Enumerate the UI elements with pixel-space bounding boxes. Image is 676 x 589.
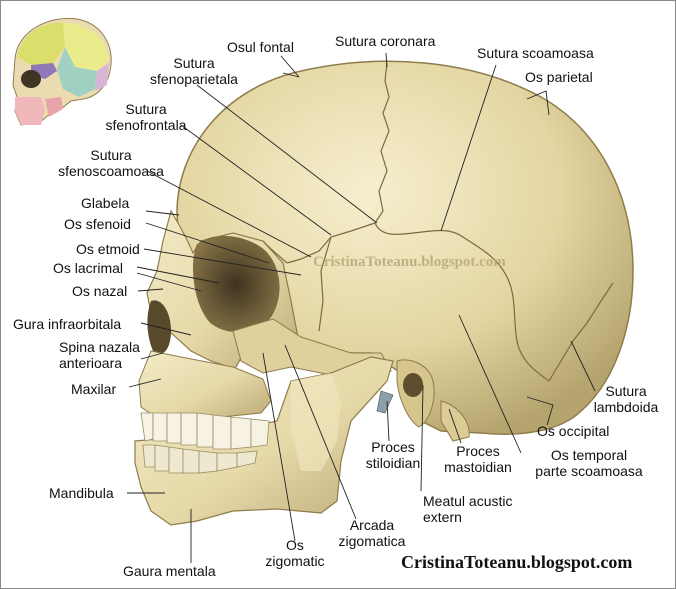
label-proces-mastoidian-line2: mastoidian	[444, 459, 512, 475]
label-sutura-scoamoasa: Sutura scoamoasa	[477, 45, 594, 61]
label-proces-mastoidian-line1: Proces	[456, 443, 500, 459]
label-sutura-sfenofrontala: Sutura sfenofrontala	[81, 101, 211, 133]
label-sutura-lambdoida-line2: lambdoida	[593, 399, 659, 415]
label-spina-nazala-anterioara: Spina nazala anterioara	[59, 339, 140, 371]
label-os-zigomatic-line2: zigomatic	[265, 553, 325, 569]
label-spina-nazala-line1: Spina nazala	[59, 339, 140, 355]
watermark-center: CristinaToteanu.blogspot.com	[313, 254, 506, 270]
label-os-zigomatic: Os zigomatic	[255, 537, 335, 569]
label-sutura-coronara: Sutura coronara	[335, 33, 436, 49]
label-proces-stiloidian-line1: Proces	[371, 439, 415, 455]
label-arcada-zigomatica-line1: Arcada	[349, 517, 395, 533]
label-meatul-acustic-line2: extern	[423, 509, 462, 525]
label-meatul-acustic-extern: Meatul acustic extern	[423, 493, 512, 525]
leader-lines	[127, 52, 596, 563]
label-os-nazal: Os nazal	[72, 283, 128, 299]
label-os-lacrimal: Os lacrimal	[53, 260, 124, 276]
watermark-bottom: CristinaToteanu.blogspot.com	[401, 552, 633, 572]
label-gura-infraorbitala: Gura infraorbitala	[13, 316, 122, 332]
label-sutura-lambdoida-line1: Sutura	[605, 383, 647, 399]
label-os-temporal-parte-scoamoasa: Os temporal parte scoamoasa	[521, 447, 657, 479]
label-os-etmoid: Os etmoid	[76, 241, 140, 257]
label-glabela: Glabela	[81, 195, 130, 211]
label-sutura-sfenoscoamoasa-line2: sfenoscoamoasa	[58, 163, 164, 179]
label-sutura-sfenofrontala-line2: sfenofrontala	[105, 117, 187, 133]
label-sutura-sfenofrontala-line1: Sutura	[125, 101, 167, 117]
label-os-temporal-line1: Os temporal	[550, 447, 628, 463]
label-maxilar: Maxilar	[71, 381, 117, 397]
label-os-temporal-line2: parte scoamoasa	[535, 463, 643, 479]
label-sutura-sfenoscoamoasa: Sutura sfenoscoamoasa	[41, 147, 181, 179]
label-osul-fontal: Osul fontal	[227, 39, 294, 55]
main-skull	[134, 60, 634, 526]
label-proces-stiloidian-line2: stiloidian	[365, 455, 421, 471]
label-arcada-zigomatica-line2: zigomatica	[338, 533, 406, 549]
label-spina-nazala-line2: anterioara	[59, 355, 123, 371]
label-sutura-sfenoparietala-line2: sfenoparietala	[150, 71, 238, 87]
label-sutura-sfenoscoamoasa-line1: Sutura	[90, 147, 132, 163]
label-os-zigomatic-line1: Os	[286, 537, 304, 553]
label-sutura-lambdoida: Sutura lambdoida	[591, 383, 661, 415]
label-arcada-zigomatica: Arcada zigomatica	[327, 517, 417, 549]
label-os-occipital: Os occipital	[537, 423, 610, 439]
label-proces-mastoidian: Proces mastoidian	[437, 443, 519, 475]
label-sutura-sfenoparietala: Sutura sfenoparietala	[129, 55, 259, 87]
label-mandibula: Mandibula	[49, 485, 114, 501]
label-os-sfenoid: Os sfenoid	[64, 216, 131, 232]
label-sutura-sfenoparietala-line1: Sutura	[173, 55, 215, 71]
label-os-parietal: Os parietal	[525, 69, 593, 85]
label-proces-stiloidian: Proces stiloidian	[355, 439, 431, 471]
label-gaura-mentala: Gaura mentala	[123, 563, 216, 579]
inset-skull-thumbnail	[12, 17, 112, 126]
label-meatul-acustic-line1: Meatul acustic	[423, 493, 513, 509]
